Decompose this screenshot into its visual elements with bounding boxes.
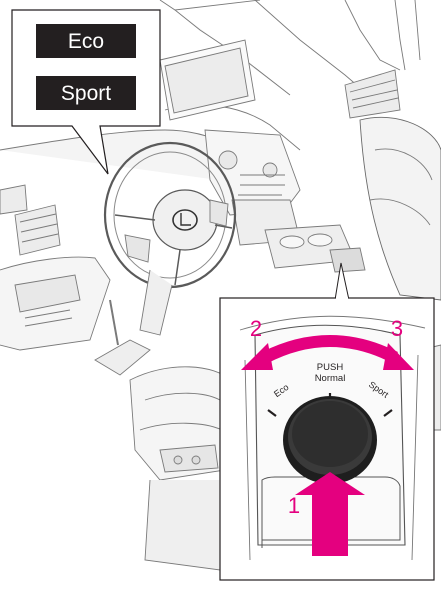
normal-label: Normal <box>315 373 346 384</box>
push-label: PUSH <box>317 362 344 373</box>
sport-mode-badge <box>36 76 136 110</box>
lexus-logo-icon <box>172 209 198 231</box>
step-2-label: 2 <box>250 316 262 341</box>
rotate-arrow <box>262 335 398 363</box>
step-3-label: 3 <box>391 316 403 341</box>
drive-mode-switch-inset: PUSH Normal Eco Sport 1 2 3 <box>219 262 435 581</box>
eco-mode-label: Eco <box>68 30 104 53</box>
sport-mode-label: Sport <box>61 82 111 105</box>
push-arrow <box>295 472 365 556</box>
eco-mode-badge <box>36 24 136 58</box>
step-1-label: 1 <box>288 493 300 518</box>
mode-indicator-callout: Eco Sport <box>11 9 161 175</box>
